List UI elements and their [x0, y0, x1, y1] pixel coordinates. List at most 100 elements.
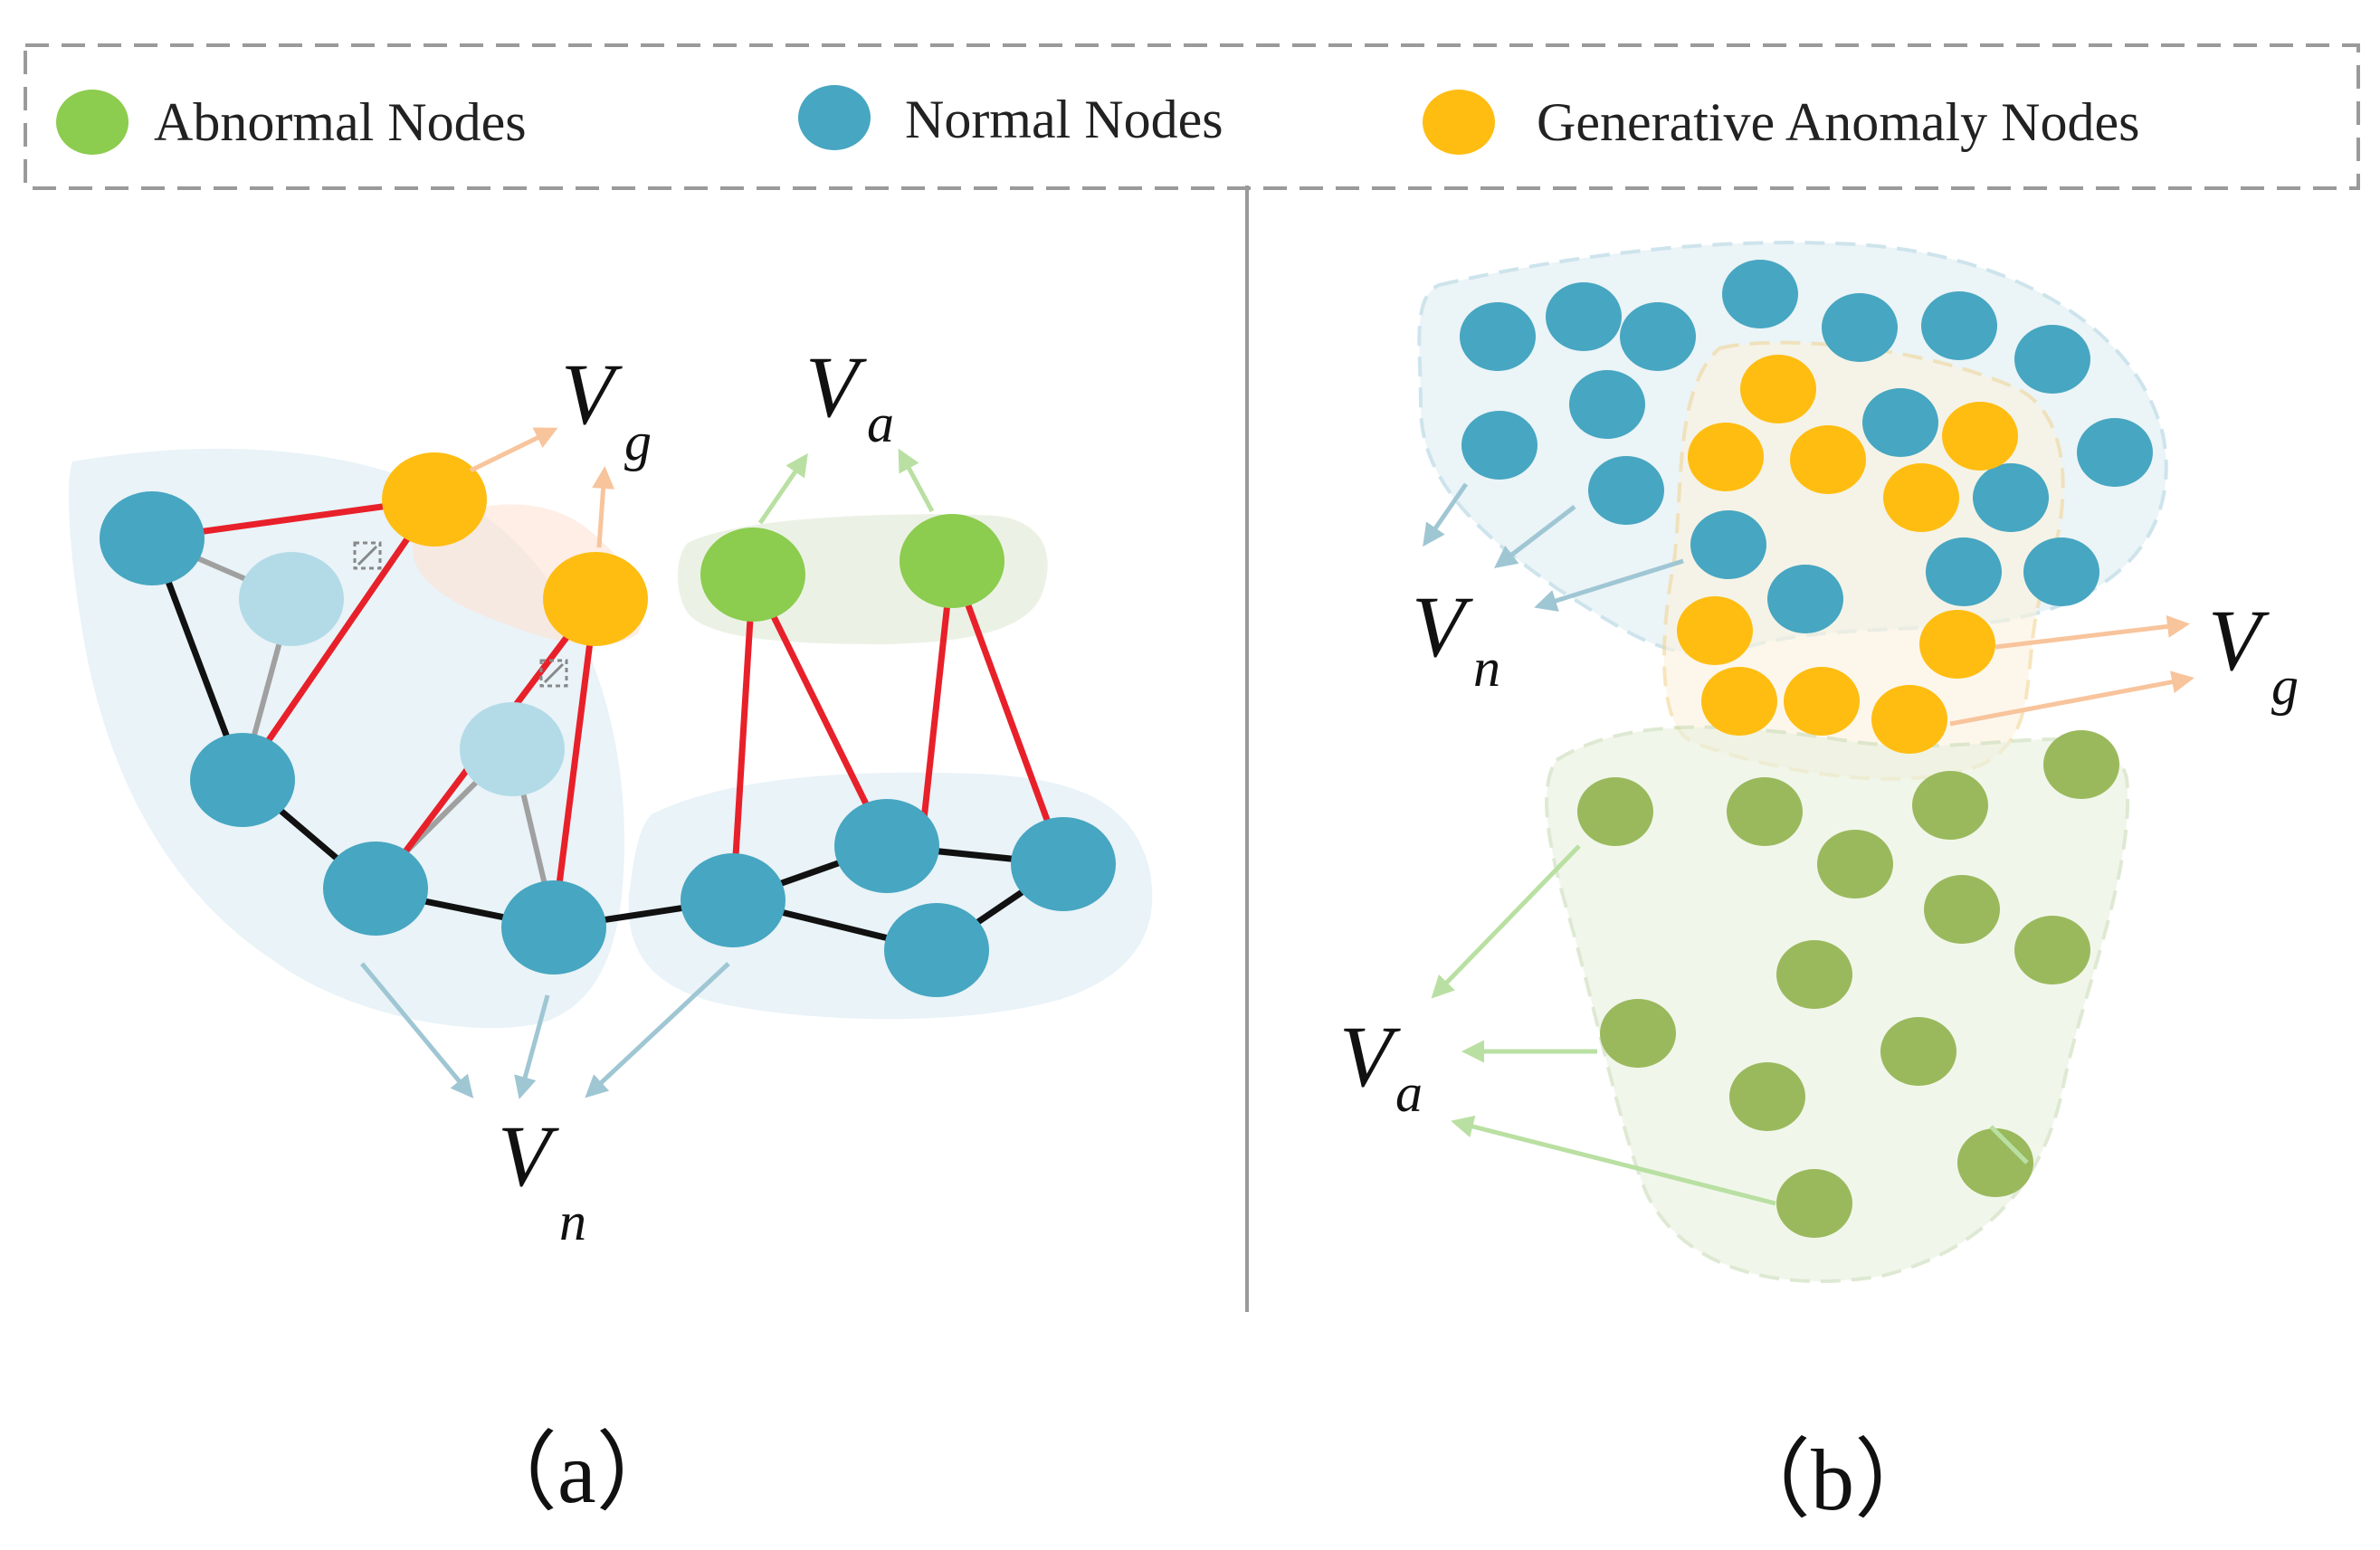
abnormal-node	[1957, 1128, 2033, 1197]
generative-node	[1919, 610, 1995, 679]
swap-icon	[539, 659, 568, 688]
legend-label-generative: Generative Anomaly Nodes	[1537, 92, 2139, 152]
normal-node	[1588, 456, 1664, 525]
generative-node	[543, 552, 648, 646]
normal-node	[190, 733, 295, 827]
normal-region-right	[628, 772, 1153, 1020]
abnormal-node	[2043, 730, 2119, 799]
arrow-to-va	[1451, 1115, 1776, 1206]
normal-node	[1546, 282, 1622, 351]
abnormal-node	[1880, 1017, 1956, 1086]
legend-label-abnormal: Abnormal Nodes	[154, 92, 527, 152]
normal-node	[1461, 411, 1537, 480]
normal-node	[1460, 302, 1536, 371]
arrow-to-vn	[585, 962, 730, 1098]
generative-node	[1790, 425, 1866, 494]
generative-node	[1740, 355, 1816, 423]
normal-node	[1921, 291, 1997, 360]
label-va: V a	[805, 338, 894, 453]
edge-red	[550, 598, 599, 928]
abnormal-node	[1912, 771, 1988, 840]
svg-text:g: g	[2271, 656, 2299, 716]
abnormal-node	[900, 514, 1004, 608]
panel-a: V g V a V n	[68, 338, 1153, 1251]
abnormal-node	[1727, 777, 1803, 846]
generative-node	[1942, 402, 2018, 471]
label-vn: V n	[498, 1108, 586, 1251]
svg-text:V: V	[805, 338, 867, 435]
abnormal-node	[1924, 875, 2000, 944]
caption-b: （b）	[1724, 1431, 1941, 1528]
normal-node	[2077, 418, 2153, 487]
svg-text:n: n	[559, 1192, 586, 1251]
svg-text:g: g	[624, 412, 652, 471]
generative-node	[1871, 685, 1947, 754]
generative-node	[1701, 667, 1777, 736]
normal-node-light	[460, 702, 565, 796]
svg-text:V: V	[498, 1108, 559, 1204]
normal-node	[1862, 388, 1938, 457]
svg-text:V: V	[1339, 1008, 1401, 1105]
arrow-to-vn	[360, 962, 474, 1098]
svg-text:V: V	[1412, 578, 1473, 675]
legend: Abnormal Nodes Normal Nodes Generative A…	[24, 43, 2360, 190]
generative-node	[1784, 667, 1860, 736]
caption-a: （a）	[471, 1424, 683, 1521]
abnormal-node	[2014, 916, 2090, 984]
label-vg: V g	[2208, 592, 2299, 716]
svg-text:a: a	[867, 394, 894, 453]
normal-node	[1569, 370, 1645, 439]
svg-text:V: V	[561, 346, 623, 442]
edge-red	[948, 559, 1067, 866]
panel-b: V n V g V a	[1339, 241, 2299, 1283]
arrow-to-vn	[1494, 505, 1576, 569]
svg-text:a: a	[1395, 1063, 1423, 1123]
normal-node	[1767, 565, 1843, 633]
abnormal-node	[1577, 777, 1653, 846]
arrow-to-vg	[469, 427, 558, 473]
normal-node	[2014, 325, 2090, 394]
normal-node-light	[239, 552, 344, 646]
arrow-to-va	[898, 448, 935, 513]
arrow-to-vn	[514, 994, 550, 1099]
abnormal-node	[1776, 940, 1852, 1009]
legend-label-normal: Normal Nodes	[905, 90, 1223, 149]
arrow-to-vg	[592, 466, 615, 548]
legend-swatch-abnormal	[56, 90, 129, 155]
arrow-to-va	[757, 452, 808, 525]
edge-red	[240, 498, 437, 780]
generative-node	[1677, 596, 1753, 665]
label-vg: V g	[561, 346, 652, 471]
edge-red	[749, 573, 890, 848]
normal-node	[834, 799, 939, 893]
arrow-to-vn	[1534, 558, 1684, 612]
abnormal-node	[1729, 1062, 1805, 1131]
abnormal-node	[700, 528, 805, 622]
generative-node	[382, 452, 487, 547]
arrow-to-vg	[1994, 614, 2190, 650]
abnormal-node	[1817, 830, 1893, 899]
normal-node	[1722, 260, 1798, 328]
normal-node	[1822, 293, 1898, 362]
arrow-to-va	[1431, 844, 1581, 999]
legend-border	[24, 43, 2360, 190]
edge-red	[729, 574, 757, 901]
abnormal-node	[1600, 999, 1676, 1068]
normal-node	[1620, 302, 1696, 371]
generative-node	[1883, 463, 1959, 532]
svg-text:n: n	[1473, 638, 1500, 698]
normal-node	[501, 880, 606, 975]
normal-node	[100, 491, 205, 585]
normal-node	[1011, 817, 1116, 911]
label-vn: V n	[1412, 578, 1500, 698]
arrow-to-vn	[1423, 482, 1469, 547]
arrow-to-vg	[1949, 670, 2194, 727]
abnormal-node	[1776, 1169, 1852, 1238]
normal-node	[1973, 463, 2049, 532]
swap-icon	[353, 541, 382, 570]
label-va: V a	[1339, 1008, 1423, 1123]
normal-node	[681, 853, 785, 947]
normal-node	[1690, 510, 1766, 579]
normal-node	[323, 842, 428, 936]
